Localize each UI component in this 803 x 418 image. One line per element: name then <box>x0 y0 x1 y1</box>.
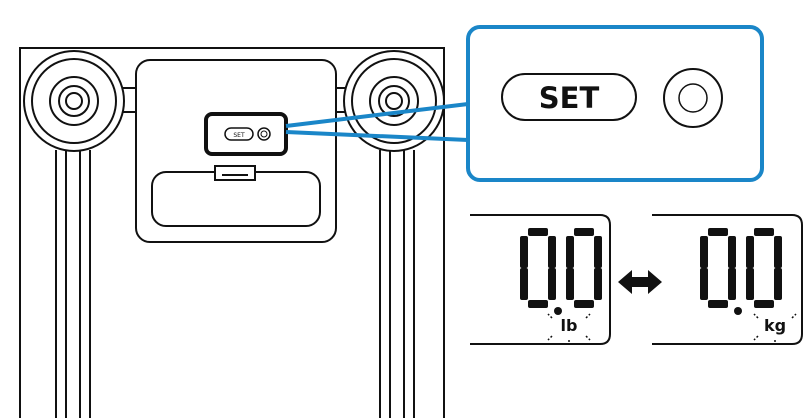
digit-0-segment-e <box>520 268 528 300</box>
set-button-small-label: SET <box>233 132 245 139</box>
digit-0-segment-c <box>728 268 736 300</box>
double-arrow-icon <box>618 270 662 294</box>
display-lb-digits <box>520 228 602 315</box>
digit-1-segment-d <box>754 300 774 308</box>
display-lb: lb <box>470 214 611 345</box>
digit-0-segment-a <box>528 228 548 236</box>
digit-1-segment-b <box>594 236 602 268</box>
display-kg: kg <box>652 214 803 345</box>
digit-0-segment-f <box>520 236 528 268</box>
digit-0-segment-c <box>548 268 556 300</box>
left-foot-icon <box>23 50 125 152</box>
set-button-label: SET <box>539 81 600 115</box>
display-kg-unit: kg <box>764 316 786 335</box>
digit-1-segment-a <box>574 228 594 236</box>
digit-1-segment-f <box>566 236 574 268</box>
digit-0-segment-d <box>528 300 548 308</box>
digit-1-segment-b <box>774 236 782 268</box>
digit-0-segment-e <box>700 268 708 300</box>
right-foot-icon <box>343 50 445 152</box>
decimal-point <box>734 307 742 315</box>
blink-rays-icon <box>753 313 797 345</box>
digit-0-segment-d <box>708 300 728 308</box>
battery-latch <box>214 165 256 181</box>
digit-1-segment-e <box>566 268 574 300</box>
digit-0-segment-f <box>700 236 708 268</box>
digit-0-segment-b <box>728 236 736 268</box>
scale-body <box>19 47 445 418</box>
digit-0-segment-b <box>548 236 556 268</box>
callout-box: SET <box>466 25 764 182</box>
set-button[interactable] <box>501 73 637 121</box>
callout-connector <box>285 102 469 142</box>
digit-1-segment-c <box>774 268 782 300</box>
display-lb-unit: lb <box>561 316 578 335</box>
digit-1-segment-f <box>746 236 754 268</box>
display-kg-digits <box>700 228 782 315</box>
digit-1-segment-e <box>746 268 754 300</box>
unit-toggle-button-icon[interactable] <box>663 68 723 128</box>
control-panel: SET <box>135 59 337 243</box>
digit-1-segment-a <box>754 228 774 236</box>
set-button-small[interactable] <box>224 127 254 141</box>
decimal-point <box>554 307 562 315</box>
blink-rays-icon <box>547 313 591 345</box>
digit-1-segment-c <box>594 268 602 300</box>
digit-0-segment-a <box>708 228 728 236</box>
digit-1-segment-d <box>574 300 594 308</box>
